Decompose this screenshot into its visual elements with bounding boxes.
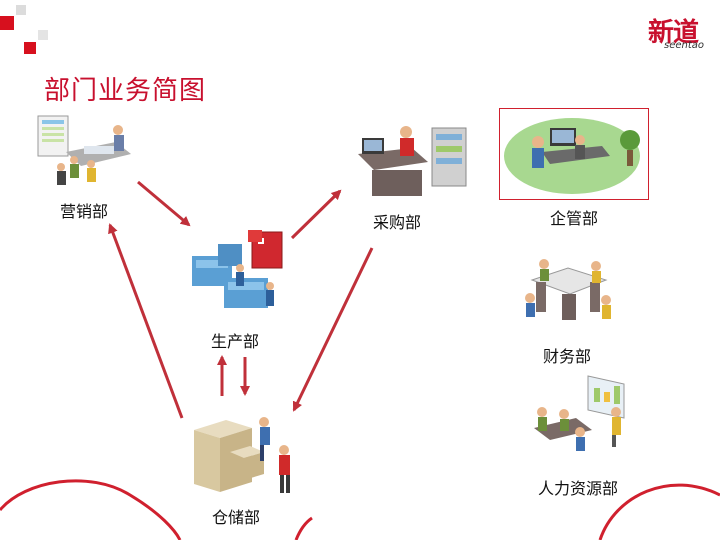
management-office-illustration [502, 110, 646, 198]
dept-label-finance: 财务部 [543, 343, 591, 367]
dept-label-procurement: 采购部 [373, 209, 421, 233]
arrow-marketing-to-production [138, 182, 189, 225]
arrow-production-to-procurement [292, 191, 340, 238]
finance-meeting-illustration [518, 250, 618, 330]
dept-label-enterprise-mgmt: 企管部 [550, 205, 598, 229]
factory-machines-illustration [188, 228, 288, 323]
decor-curve-left [0, 481, 180, 540]
hr-training-illustration [528, 372, 628, 462]
dept-label-marketing: 营销部 [60, 198, 108, 222]
dept-label-production: 生产部 [211, 328, 259, 352]
arrow-procurement-to-warehouse [294, 248, 372, 410]
warehouse-boxes-illustration [190, 412, 300, 500]
procurement-office-illustration [352, 118, 470, 200]
decor-curve-mid [296, 518, 312, 540]
dept-label-hr: 人力资源部 [538, 475, 618, 499]
marketing-office-illustration [36, 112, 136, 192]
arrow-warehouse-to-marketing [110, 225, 182, 418]
dept-label-warehouse: 仓储部 [212, 504, 260, 528]
